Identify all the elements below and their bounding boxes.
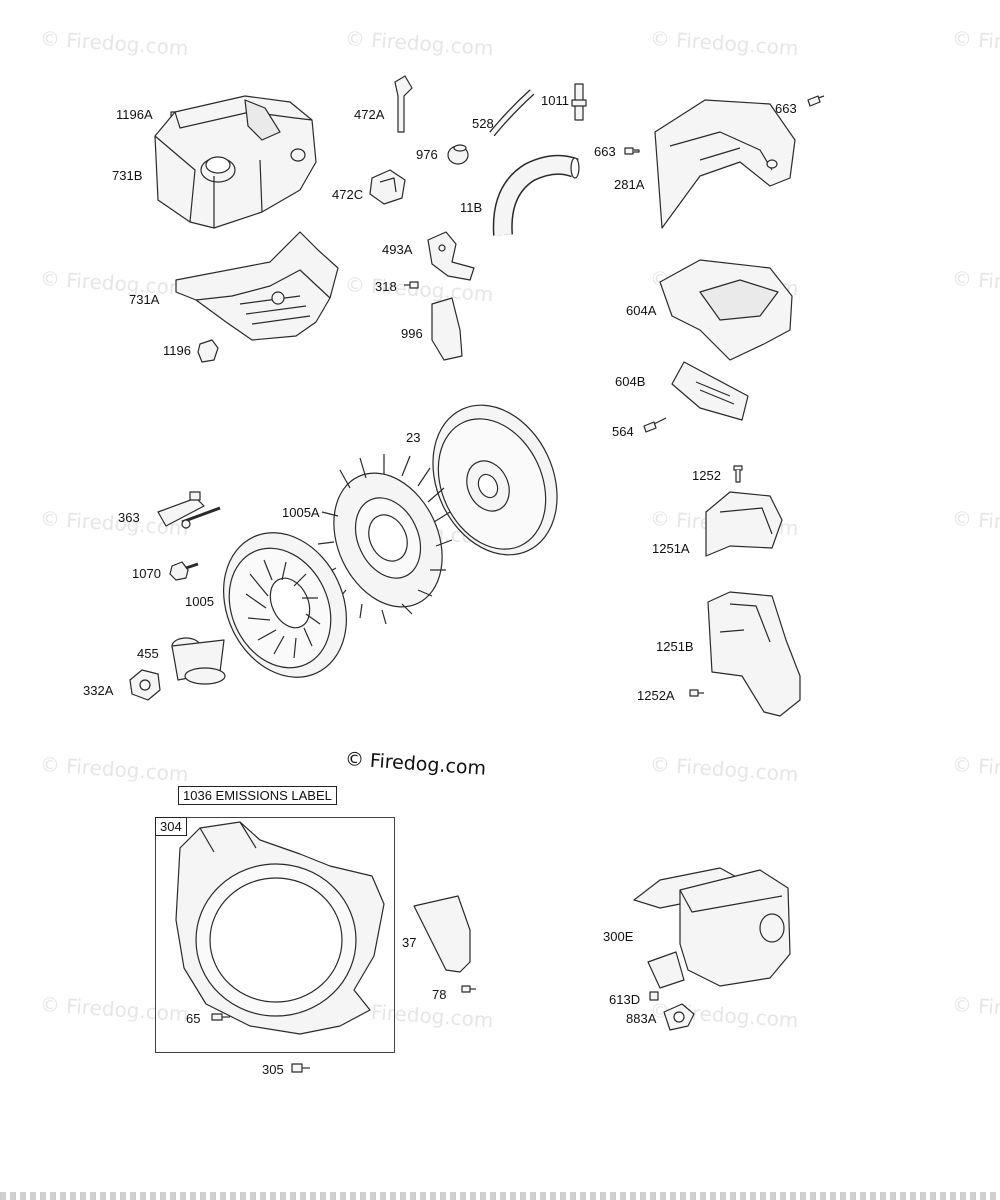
part-label-472A[interactable]: 472A: [354, 107, 385, 122]
part-663-screw: [624, 95, 825, 155]
part-label-663[interactable]: 663: [775, 101, 797, 116]
part-318-screw: [404, 281, 419, 289]
part-23-flywheel: [432, 404, 558, 556]
part-label-1070[interactable]: 1070: [132, 566, 161, 581]
part-label-472C[interactable]: 472C: [332, 187, 364, 202]
part-label-1196[interactable]: 1196: [163, 343, 191, 358]
part-label-996[interactable]: 996: [401, 326, 423, 341]
part-976-clip: [447, 144, 469, 165]
part-label-281A[interactable]: 281A: [614, 177, 645, 192]
part-label-1251B[interactable]: 1251B: [656, 639, 694, 654]
part-281A-shield: [654, 99, 796, 229]
part-label-1252A[interactable]: 1252A: [637, 688, 675, 703]
part-493A-bracket: [427, 231, 475, 281]
part-label-37[interactable]: 37: [402, 935, 417, 950]
part-1252-screw: [733, 465, 743, 483]
part-label-363[interactable]: 363: [118, 510, 140, 525]
part-300E-muffler: [633, 867, 791, 989]
part-731B-fuel-tank: [154, 95, 317, 229]
part-564-bolt: [643, 417, 667, 433]
part-label-564[interactable]: 564: [612, 424, 634, 439]
part-label-731B[interactable]: 731B: [112, 168, 143, 183]
part-label-1251A[interactable]: 1251A: [652, 541, 690, 556]
part-1196-bumper: [197, 339, 219, 363]
part-1252A-screw: [689, 689, 704, 697]
part-label-11B[interactable]: 11B: [460, 200, 483, 215]
part-78-screw: [461, 985, 476, 993]
kit-number-box[interactable]: 304: [155, 817, 187, 836]
part-label-23[interactable]: 23: [406, 430, 421, 445]
footer-strip: [0, 1192, 1000, 1200]
part-label-883A[interactable]: 883A: [626, 1011, 657, 1026]
part-label-663[interactable]: 663: [594, 144, 616, 159]
part-37-baffle: [413, 895, 471, 973]
part-613D-screw: [649, 991, 659, 1001]
part-528-fuel-line: [489, 89, 535, 137]
part-363-bracket: [157, 491, 221, 529]
part-1251B-housing: [707, 591, 801, 717]
part-996-filter: [431, 297, 463, 361]
part-label-731A[interactable]: 731A: [129, 292, 160, 307]
part-11B-hose: [492, 154, 580, 236]
part-label-300E[interactable]: 300E: [603, 929, 634, 944]
part-604A-cover: [659, 259, 793, 361]
part-332A-nut: [129, 669, 161, 701]
part-1005-fan: [223, 532, 347, 678]
emissions-label-box[interactable]: 1036 EMISSIONS LABEL: [178, 786, 337, 805]
part-label-976[interactable]: 976: [416, 147, 438, 162]
part-305-screw: [291, 1063, 310, 1073]
part-455-cup: [171, 637, 226, 685]
part-label-528[interactable]: 528: [472, 116, 494, 131]
part-472C-knob: [369, 169, 406, 205]
part-label-613D[interactable]: 613D: [609, 992, 641, 1007]
part-label-332A[interactable]: 332A: [83, 683, 114, 698]
part-472A-lever: [394, 75, 413, 133]
part-label-1005[interactable]: 1005: [185, 594, 214, 609]
part-label-604B[interactable]: 604B: [615, 374, 646, 389]
part-304-blower-housing: [175, 821, 385, 1035]
part-label-1196A[interactable]: 1196A: [116, 107, 153, 122]
part-label-493A[interactable]: 493A: [382, 242, 413, 257]
part-label-1252[interactable]: 1252: [692, 468, 721, 483]
part-label-604A[interactable]: 604A: [626, 303, 657, 318]
part-604B-plate: [671, 361, 749, 421]
part-1011-valve: [571, 83, 587, 121]
part-1070-bolt: [169, 561, 199, 581]
kit-304-box: [155, 817, 395, 1053]
part-883A-gasket: [663, 1003, 695, 1031]
part-label-305[interactable]: 305: [262, 1062, 284, 1077]
part-label-65[interactable]: 65: [186, 1011, 201, 1026]
part-label-1005A[interactable]: 1005A: [282, 505, 320, 520]
part-label-318[interactable]: 318: [375, 279, 397, 294]
part-1005A-fan: [317, 454, 453, 625]
part-731A-cover: [175, 231, 339, 341]
part-label-1011[interactable]: 1011: [541, 93, 569, 108]
part-65-screw: [211, 1013, 230, 1021]
part-label-455[interactable]: 455: [137, 646, 159, 661]
part-label-78[interactable]: 78: [432, 987, 447, 1002]
part-1251A-housing: [705, 491, 783, 557]
